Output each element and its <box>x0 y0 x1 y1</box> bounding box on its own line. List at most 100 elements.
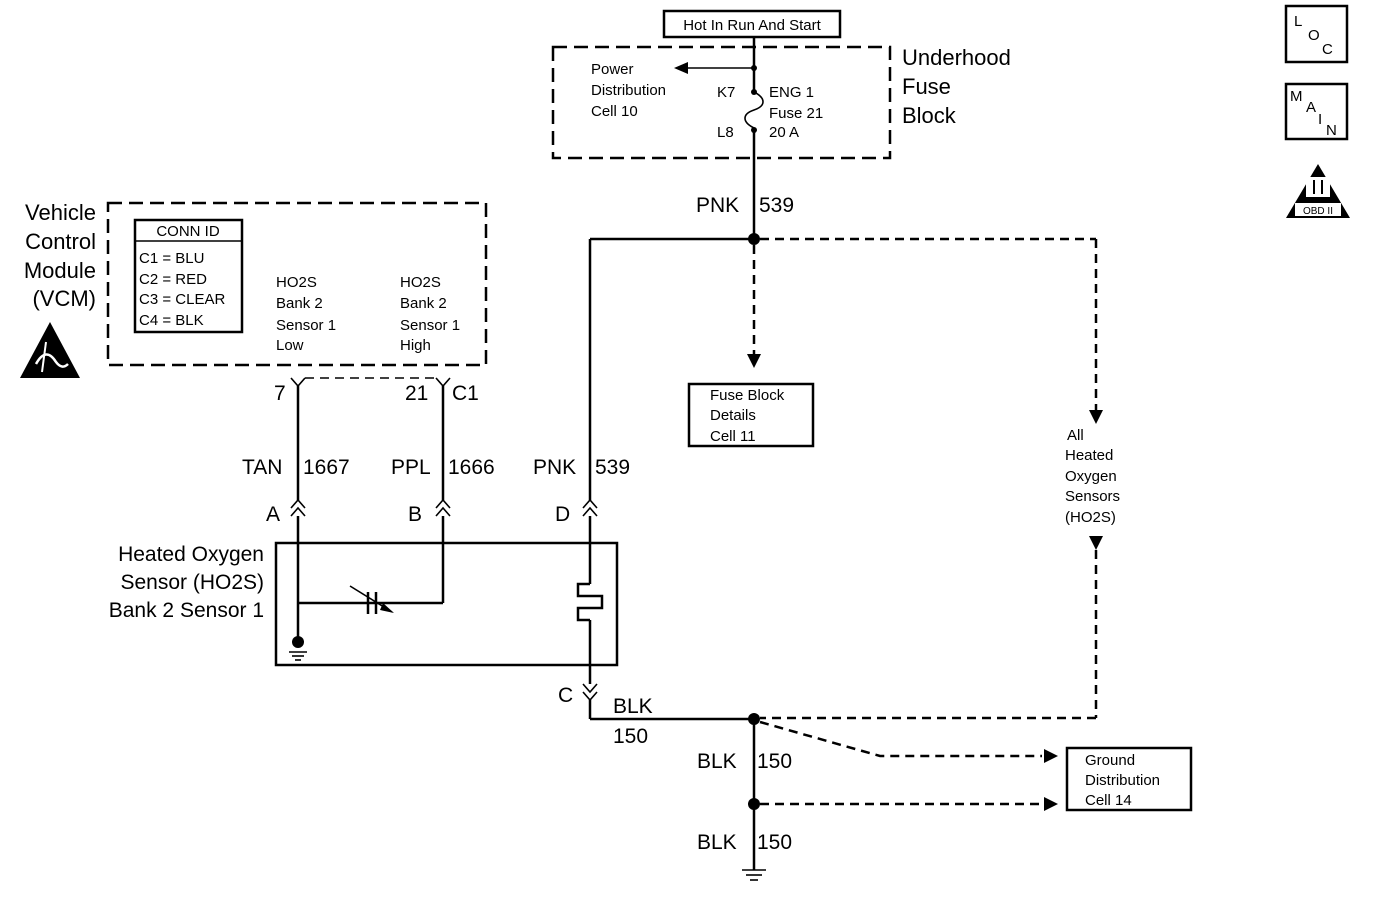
svg-text:C1 = BLU: C1 = BLU <box>139 250 204 267</box>
svg-text:High: High <box>400 337 431 354</box>
pin-l8: L8 <box>717 124 734 141</box>
wire-blk-150-1-circuit: 150 <box>757 750 792 773</box>
svg-text:HO2S: HO2S <box>276 274 317 291</box>
main-badge: M A I N <box>1284 82 1349 141</box>
svg-text:C3 = CLEAR: C3 = CLEAR <box>139 291 225 308</box>
svg-text:Sensor (HO2S): Sensor (HO2S) <box>120 571 264 594</box>
wire-ppl-color: PPL <box>391 456 431 479</box>
svg-text:C2 = RED: C2 = RED <box>139 271 207 288</box>
svg-text:Vehicle: Vehicle <box>25 200 96 225</box>
sensor-pin-d: D <box>555 503 570 526</box>
svg-text:OBD II: OBD II <box>1303 206 1333 217</box>
wire-tan-circuit: 1667 <box>303 456 350 479</box>
hot-in-run-label: Hot In Run And Start <box>683 17 821 34</box>
wire-pnk-539-top-color: PNK <box>696 194 739 217</box>
oxygen-sensing-element <box>349 585 394 614</box>
svg-text:Sensor 1: Sensor 1 <box>400 317 460 334</box>
sensor-pin-b: B <box>408 503 422 526</box>
svg-text:Heated Oxygen: Heated Oxygen <box>118 543 264 566</box>
svg-text:Oxygen: Oxygen <box>1065 468 1117 485</box>
svg-text:Bank 2: Bank 2 <box>400 295 447 312</box>
conn-id-list: C1 = BLU C2 = RED C3 = CLEAR C4 = BLK <box>139 250 225 329</box>
sensor-connectors <box>290 498 598 702</box>
svg-text:Fuse 21: Fuse 21 <box>769 105 823 122</box>
svg-text:Ground: Ground <box>1085 752 1135 769</box>
fuse-block-details-box <box>687 382 815 448</box>
ground-distribution-box <box>1065 746 1193 812</box>
svg-text:M: M <box>1290 88 1303 105</box>
svg-text:N: N <box>1326 122 1337 139</box>
vcm-pin-7: 7 <box>274 382 286 405</box>
pin-k7: K7 <box>717 84 735 101</box>
power-distribution-arrow <box>674 62 688 74</box>
svg-text:Sensors: Sensors <box>1065 488 1120 505</box>
svg-text:O: O <box>1308 27 1320 44</box>
svg-text:Sensor 1: Sensor 1 <box>276 317 336 334</box>
svg-text:Bank 2: Bank 2 <box>276 295 323 312</box>
svg-text:Heated: Heated <box>1065 447 1113 464</box>
fuse-block-details-ref: Fuse Block Details Cell 11 <box>710 387 785 445</box>
svg-text:Fuse: Fuse <box>902 74 951 99</box>
underhood-fuse-block-box <box>551 45 892 160</box>
wire-blk-150-c-circuit: 150 <box>613 725 648 748</box>
all-ho2s-ref: All Heated Oxygen Sensors (HO2S) <box>1065 427 1120 526</box>
splice-blk-lower <box>748 798 760 810</box>
wire-blk-150-c-color: BLK <box>613 695 653 718</box>
underhood-fuse-block-label: Underhood Fuse Block <box>902 45 1011 128</box>
vcm-pin-21: 21 <box>405 382 428 405</box>
sensor-pin-c: C <box>558 684 573 707</box>
ho2s-sensor-label: Heated Oxygen Sensor (HO2S) Bank 2 Senso… <box>109 543 264 622</box>
conn-id-table <box>133 218 244 334</box>
internal-ground-icon <box>289 651 307 661</box>
ho2s-high-label: HO2S Bank 2 Sensor 1 High <box>400 274 460 354</box>
vcm-box <box>106 201 488 367</box>
svg-text:(HO2S): (HO2S) <box>1065 509 1116 526</box>
svg-text:C: C <box>1322 41 1333 58</box>
svg-text:Distribution: Distribution <box>1085 772 1160 789</box>
svg-text:HO2S: HO2S <box>400 274 441 291</box>
wire-pnk-539-top-circuit: 539 <box>759 194 794 217</box>
wire-blk-150-2-color: BLK <box>697 831 737 854</box>
svg-text:Low: Low <box>276 337 304 354</box>
svg-text:Power: Power <box>591 61 634 78</box>
sensor-pin-a: A <box>266 503 280 526</box>
svg-text:C4 = BLK: C4 = BLK <box>139 312 204 329</box>
svg-text:Cell 10: Cell 10 <box>591 103 638 120</box>
esd-warning-icon <box>20 322 80 378</box>
fuse-symbol <box>744 91 764 129</box>
wire-blk-150-2-circuit: 150 <box>757 831 792 854</box>
wire-blk-150-1-color: BLK <box>697 750 737 773</box>
svg-text:Control: Control <box>25 229 96 254</box>
svg-text:(VCM): (VCM) <box>32 286 96 311</box>
svg-text:A: A <box>1306 99 1316 116</box>
svg-text:Distribution: Distribution <box>591 82 666 99</box>
hot-in-run-box <box>662 9 842 39</box>
wire-pnk-539-mid-circuit: 539 <box>595 456 630 479</box>
power-distribution-ref: Power Distribution Cell 10 <box>591 61 666 120</box>
svg-text:Module: Module <box>24 258 96 283</box>
ground-distribution-ref: Ground Distribution Cell 14 <box>1085 752 1160 809</box>
svg-text:Cell 14: Cell 14 <box>1085 792 1132 809</box>
wire-tan-color: TAN <box>242 456 282 479</box>
heater-element-icon <box>576 582 604 622</box>
svg-text:Underhood: Underhood <box>902 45 1011 70</box>
fuse-info: ENG 1 Fuse 21 20 A <box>769 84 823 141</box>
svg-text:All: All <box>1067 427 1084 444</box>
svg-text:Cell 11: Cell 11 <box>710 428 756 445</box>
svg-text:20 A: 20 A <box>769 124 799 141</box>
svg-text:Fuse Block: Fuse Block <box>710 387 785 404</box>
svg-text:I: I <box>1318 111 1322 128</box>
svg-text:Bank 2 Sensor 1: Bank 2 Sensor 1 <box>109 599 264 622</box>
svg-text:Block: Block <box>902 103 957 128</box>
conn-id-title: CONN ID <box>156 223 220 240</box>
wire-ppl-circuit: 1666 <box>448 456 495 479</box>
svg-text:Details: Details <box>710 407 756 424</box>
vcm-label: Vehicle Control Module (VCM) <box>24 200 96 311</box>
loc-badge: L O C <box>1284 4 1349 64</box>
chassis-ground-icon <box>742 869 766 881</box>
ho2s-low-label: HO2S Bank 2 Sensor 1 Low <box>276 274 336 354</box>
wire-pnk-539-mid-color: PNK <box>533 456 576 479</box>
svg-text:L: L <box>1294 13 1302 30</box>
vcm-connector-c1: C1 <box>452 382 479 405</box>
